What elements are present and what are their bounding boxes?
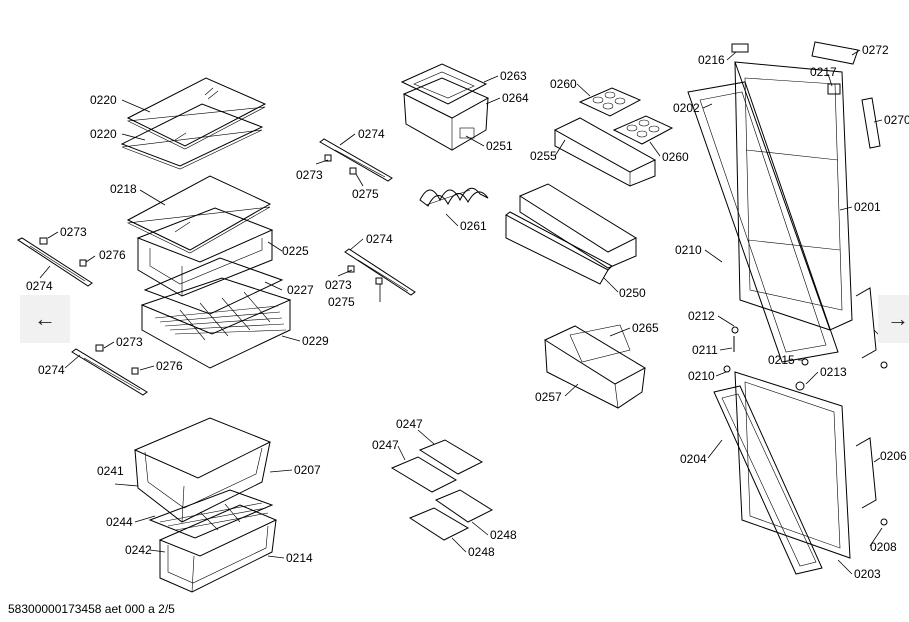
part-label: 0274 xyxy=(26,279,53,293)
part-label: 0270 xyxy=(884,113,909,127)
part-label: 0212 xyxy=(688,309,715,323)
part-label: 0274 xyxy=(38,363,65,377)
part-label: 0225 xyxy=(282,244,309,258)
glass-shelf-upper xyxy=(126,77,267,150)
part-label: 0247 xyxy=(396,417,423,431)
part-label: 0248 xyxy=(468,545,495,559)
bottle-rack xyxy=(419,187,489,207)
part-label: 0274 xyxy=(366,232,393,246)
ice-cube-trays xyxy=(390,439,484,493)
freezer-door-liner xyxy=(713,385,823,575)
arrow-right-icon: → xyxy=(887,306,909,331)
part-label: 0220 xyxy=(90,93,117,107)
drawer-divider-grid xyxy=(148,489,274,539)
part-label: 0217 xyxy=(810,65,837,79)
part-label: 0248 xyxy=(490,528,517,542)
shelf-rail-mid-lower xyxy=(344,248,416,296)
part-label: 0273 xyxy=(60,225,87,239)
part-label: 0208 xyxy=(870,540,897,554)
part-label: 0227 xyxy=(287,283,314,297)
part-label: 0263 xyxy=(500,69,527,83)
part-label: 0251 xyxy=(486,139,513,153)
part-label: 0247 xyxy=(372,438,399,452)
part-label: 0215 xyxy=(768,353,795,367)
crisper-frame xyxy=(136,207,274,297)
part-label: 0257 xyxy=(535,390,562,404)
part-label: 0260 xyxy=(662,150,689,164)
part-label: 0229 xyxy=(302,334,329,348)
door-bin-front xyxy=(505,211,613,285)
part-label: 0255 xyxy=(530,149,557,163)
rail-clips xyxy=(39,237,139,375)
part-label: 0275 xyxy=(352,187,379,201)
part-label: 0276 xyxy=(156,359,183,373)
part-label: 0274 xyxy=(358,127,385,141)
part-label: 0210 xyxy=(675,243,702,257)
part-label: 0214 xyxy=(286,551,313,565)
part-label: 0264 xyxy=(502,91,529,105)
door-handles xyxy=(855,287,877,509)
fridge-door-outer xyxy=(731,41,881,331)
part-label: 0204 xyxy=(680,452,707,466)
part-label: 0265 xyxy=(632,321,659,335)
shelf-rail-mid-upper xyxy=(319,138,393,182)
arrow-left-icon: ← xyxy=(34,306,56,331)
hinge-parts xyxy=(723,326,888,526)
part-label: 0207 xyxy=(294,463,321,477)
part-label: 0275 xyxy=(328,295,355,309)
part-label: 0206 xyxy=(880,449,907,463)
part-label: 0273 xyxy=(325,278,352,292)
part-label: 0273 xyxy=(296,168,323,182)
document-reference: 58300000173458 aet 000 a 2/5 xyxy=(8,602,175,616)
vegetable-drawer-upper xyxy=(133,417,272,523)
part-label: 0220 xyxy=(90,127,117,141)
part-label: 0261 xyxy=(460,219,487,233)
part-label: 0276 xyxy=(99,248,126,262)
part-label: 0216 xyxy=(698,53,725,67)
part-label: 0273 xyxy=(116,335,143,349)
vegetable-drawer-lower xyxy=(158,504,278,593)
part-label: 0211 xyxy=(692,343,718,357)
part-label: 0272 xyxy=(862,43,889,57)
freezer-door-outer xyxy=(734,371,851,559)
part-label: 0241 xyxy=(97,464,124,478)
freshness-box-cover xyxy=(400,63,488,105)
shelf-rail-left-lower xyxy=(71,348,148,396)
part-label: 0242 xyxy=(125,543,152,557)
egg-trays xyxy=(578,87,674,145)
previous-page-button[interactable]: ← xyxy=(20,295,70,343)
door-bin-large xyxy=(543,324,647,409)
shelf-rail-left-upper xyxy=(16,237,93,287)
part-label: 0202 xyxy=(673,101,700,115)
crisper-drawer-grid xyxy=(140,277,292,369)
part-label: 0260 xyxy=(550,77,577,91)
next-page-button[interactable]: → xyxy=(878,295,909,343)
door-bin-medium xyxy=(518,183,638,269)
part-label: 0201 xyxy=(854,200,881,214)
glass-shelf-lower xyxy=(120,103,264,170)
door-bin-small xyxy=(553,117,657,187)
part-label: 0218 xyxy=(110,182,137,196)
part-label: 0244 xyxy=(106,515,133,529)
crisper-insert-plate xyxy=(143,257,284,315)
leader-lines xyxy=(39,49,883,575)
part-label: 0203 xyxy=(854,567,881,581)
fridge-door-liner xyxy=(687,81,839,363)
freshness-box xyxy=(402,77,490,151)
crisper-cover-with-glass xyxy=(126,175,272,254)
part-label: 0210 xyxy=(688,369,715,383)
part-label: 0213 xyxy=(820,365,847,379)
freezer-plates xyxy=(408,489,494,541)
part-label: 0250 xyxy=(619,286,646,300)
part-labels: 0220 0220 0218 0225 0227 0229 0273 0276 … xyxy=(26,43,909,581)
